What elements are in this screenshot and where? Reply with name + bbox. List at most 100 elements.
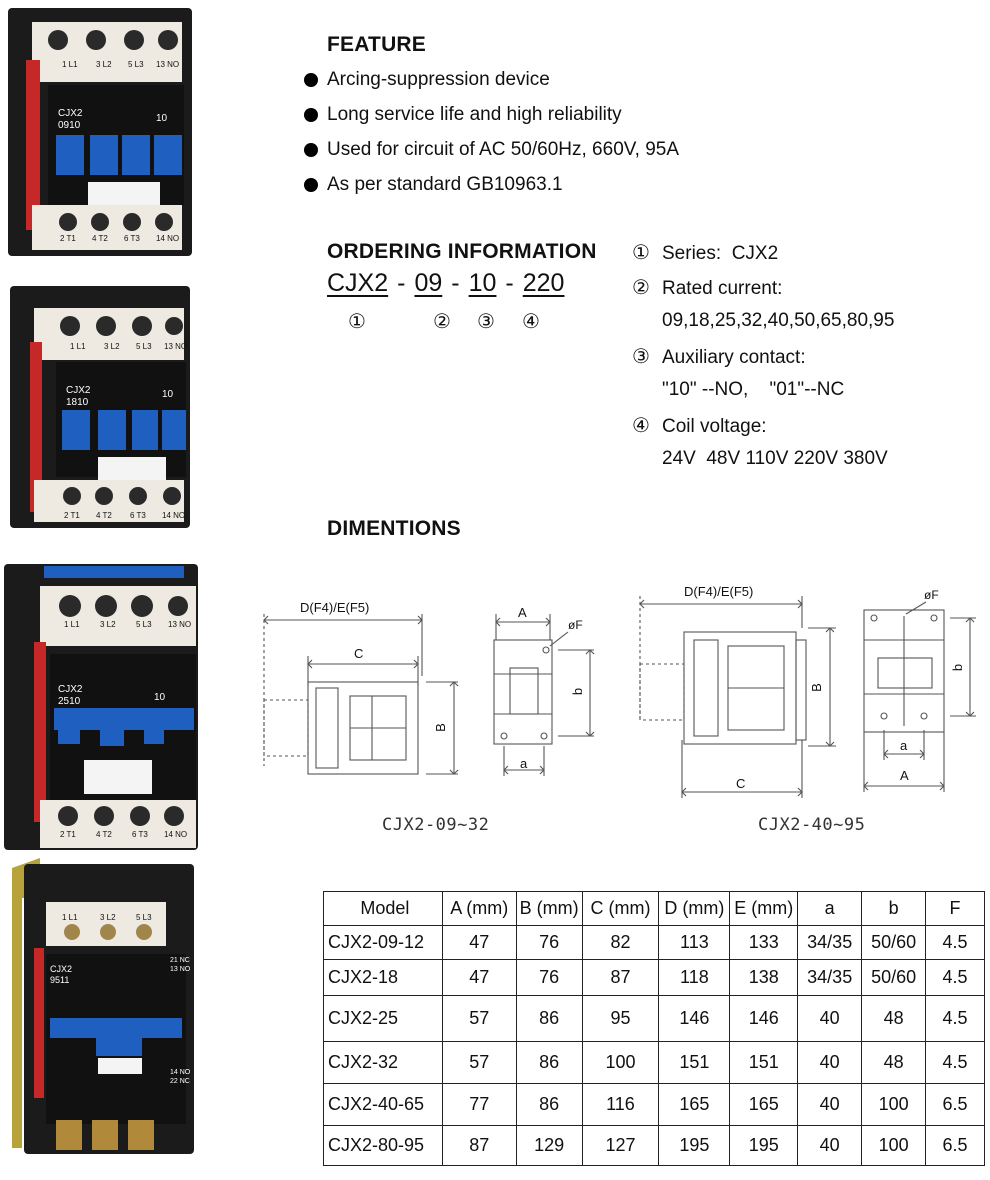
col-header-model: Model	[323, 891, 443, 926]
photo-term-bottom-3: 6 T3	[124, 234, 140, 243]
photo-model-code: CJX2	[58, 108, 83, 119]
table-cell: 146	[658, 995, 731, 1042]
legend-marker: ①	[632, 240, 650, 264]
table-cell: 4.5	[925, 995, 985, 1042]
label-a-small: a	[520, 756, 528, 771]
table-cell: CJX2-32	[323, 1041, 443, 1084]
legend-text: Coil voltage:	[662, 415, 767, 437]
table-cell: 133	[729, 925, 799, 960]
table-cell: 118	[658, 959, 731, 996]
table-cell: 40	[797, 1041, 863, 1084]
table-cell: CJX2-80-95	[323, 1125, 443, 1166]
table-cell: 129	[515, 1125, 583, 1166]
legend-text: Auxiliary contact:	[662, 346, 806, 368]
table-row: CJX2-32 57 86 100 151 151 40 48 4.5	[323, 1041, 985, 1084]
legend-marker: ③	[632, 343, 650, 368]
table-cell: 127	[581, 1125, 660, 1166]
table-cell: 34/35	[797, 959, 863, 996]
legend-text: 24V 48V 110V 220V 380V	[662, 448, 888, 469]
code-separator: -	[451, 269, 460, 297]
label-f: øF	[568, 618, 583, 632]
table-cell: 138	[729, 959, 799, 996]
label-a-small: a	[900, 738, 908, 753]
table-cell: 57	[441, 995, 517, 1042]
label-b-big: B	[432, 723, 448, 732]
label-c: C	[354, 646, 364, 661]
table-cell: 47	[441, 959, 517, 996]
table-cell: CJX2-09-12	[323, 925, 443, 960]
table-row: CJX2-40-65 77 86 116 165 165 40 100 6.5	[323, 1083, 985, 1126]
table-cell: 116	[581, 1083, 660, 1126]
table-cell: CJX2-40-65	[323, 1083, 443, 1126]
feature-list: Arcing-suppression device Long service l…	[301, 62, 679, 202]
photo-term-top-2: 3 L2	[100, 913, 116, 922]
table-cell: 100	[581, 1041, 660, 1084]
code-separator: -	[505, 269, 514, 297]
table-cell: 165	[729, 1083, 799, 1126]
table-cell: 86	[515, 995, 583, 1042]
table-row: CJX2-18 47 76 87 118 138 34/35 50/60 4.5	[323, 959, 985, 996]
table-cell: 57	[441, 1041, 517, 1084]
table-cell: 195	[729, 1125, 799, 1166]
legend-line: 09,18,25,32,40,50,65,80,95	[632, 304, 894, 339]
photo-model-num: 1810	[66, 397, 89, 408]
photo-term-top-2: 3 L2	[100, 620, 116, 629]
legend-text: "10" --NO, "01"--NC	[662, 379, 845, 400]
photo-term-bottom-2: 4 T2	[92, 234, 108, 243]
product-photo-1810: CJX2 1810 10 1 L1 3 L2 5 L3 13 NO 2 T1 4…	[0, 282, 200, 532]
product-photo-2510: CJX2 2510 10 1 L1 3 L2 5 L3 13 NO 2 T1 4…	[0, 562, 200, 852]
label-a-big: A	[900, 768, 909, 783]
photo-term-bottom-4: 14 NO	[164, 830, 188, 839]
product-photo-0910: CJX2 0910 10 1 L1 3 L2 5 L3 13 NO 2 T1 4…	[0, 0, 200, 260]
photo-aux-bottom: 14 NO 22 NC	[170, 1069, 191, 1085]
table-cell: 47	[441, 925, 517, 960]
photo-term-top-4: 13 NO	[164, 342, 188, 351]
photo-model-num: 0910	[58, 120, 81, 131]
code-marker-4: ④	[522, 309, 540, 333]
table-cell: 40	[797, 1083, 863, 1126]
table-row: CJX2-25 57 86 95 146 146 40 48 4.5	[323, 995, 985, 1042]
legend-text: Series: CJX2	[662, 243, 779, 264]
table-cell: 50/60	[861, 925, 927, 960]
col-header-f: F	[925, 891, 985, 926]
photo-aux: 10	[154, 692, 166, 703]
code-voltage: 220	[522, 269, 565, 297]
table-cell: 48	[861, 995, 927, 1042]
label-b-small: b	[950, 663, 966, 672]
table-cell: 40	[797, 995, 863, 1042]
table-cell: 4.5	[925, 925, 985, 960]
label-f: øF	[924, 588, 939, 602]
table-cell: 146	[729, 995, 799, 1042]
photo-term-bottom-3: 6 T3	[130, 511, 146, 520]
col-header-a: A (mm)	[441, 891, 517, 926]
photo-term-top-4: 13 NO	[156, 60, 180, 69]
photo-term-top-3: 5 L3	[136, 913, 152, 922]
col-header-d: D (mm)	[658, 891, 731, 926]
table-cell: 151	[658, 1041, 731, 1084]
legend-line: ① Series: CJX2	[632, 235, 894, 270]
photo-term-bottom-3: 6 T3	[132, 830, 148, 839]
photo-aux-top: 21 NC 13 NO	[170, 957, 191, 973]
table-cell: 6.5	[925, 1125, 985, 1166]
legend-marker: ④	[632, 412, 650, 437]
dimension-drawing-large: D(F4)/E(F5) C B øF b a A	[636, 580, 982, 800]
code-marker-1: ①	[348, 309, 366, 333]
photo-term-top-3: 5 L3	[136, 620, 152, 629]
photo-term-top-2: 3 L2	[104, 342, 120, 351]
code-separator: -	[397, 269, 406, 297]
photo-term-top-1: 1 L1	[70, 342, 86, 351]
code-series: CJX2	[327, 269, 389, 297]
col-header-e: E (mm)	[729, 891, 799, 926]
product-photo-9511: CJX2 9511 21 NC 13 NO 14 NO 22 NC 1 L1 3…	[0, 858, 200, 1158]
table-cell: 6.5	[925, 1083, 985, 1126]
code-marker-3: ③	[477, 309, 495, 333]
label-overall: D(F4)/E(F5)	[300, 600, 370, 615]
legend-line: ③ Auxiliary contact:	[632, 339, 894, 374]
col-header-a-small: a	[797, 891, 863, 926]
legend-line: ④ Coil voltage:	[632, 408, 894, 443]
photo-term-bottom-4: 14 NO	[156, 234, 180, 243]
code-marker-2: ②	[433, 309, 451, 333]
drawing-small-caption: CJX2-09~32	[382, 815, 490, 835]
